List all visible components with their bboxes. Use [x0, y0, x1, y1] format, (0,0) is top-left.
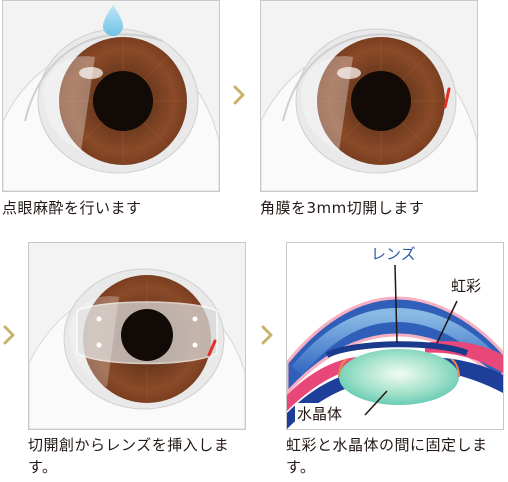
pupil [93, 71, 153, 131]
incision-mark [443, 87, 451, 109]
iris-label: 虹彩 [451, 277, 481, 295]
implant-lens [325, 341, 469, 358]
crystalline-lens [339, 349, 459, 405]
step-1-panel [2, 0, 220, 192]
step-4-caption: 虹彩と水晶体の間に固定します。 [286, 436, 488, 476]
chevron-right-icon [261, 325, 273, 345]
lens-label: レンズ [371, 245, 416, 263]
chevron-right-icon [233, 85, 245, 105]
step-2-illustration [261, 28, 477, 191]
step-1-illustration [3, 5, 219, 191]
pupil [351, 71, 411, 131]
chevron-right-icon [3, 325, 15, 345]
pupil [121, 309, 173, 361]
eye-drop-icon [103, 5, 123, 36]
crystalline-lens-label: 水晶体 [297, 405, 342, 423]
step-3-panel [28, 242, 246, 430]
step-3-illustration [29, 268, 245, 429]
step-3-caption: 切開創からレンズを挿入します。 [28, 436, 230, 476]
step-4-panel: レンズ 虹彩 水晶体 [286, 242, 504, 430]
step-2-caption: 角膜を3mm切開します [260, 199, 425, 217]
step-4-cross-section: レンズ 虹彩 水晶体 [287, 245, 503, 429]
incision-mark [207, 339, 217, 357]
step-1-caption: 点眼麻酔を行います [2, 199, 142, 217]
step-2-panel [260, 0, 478, 192]
